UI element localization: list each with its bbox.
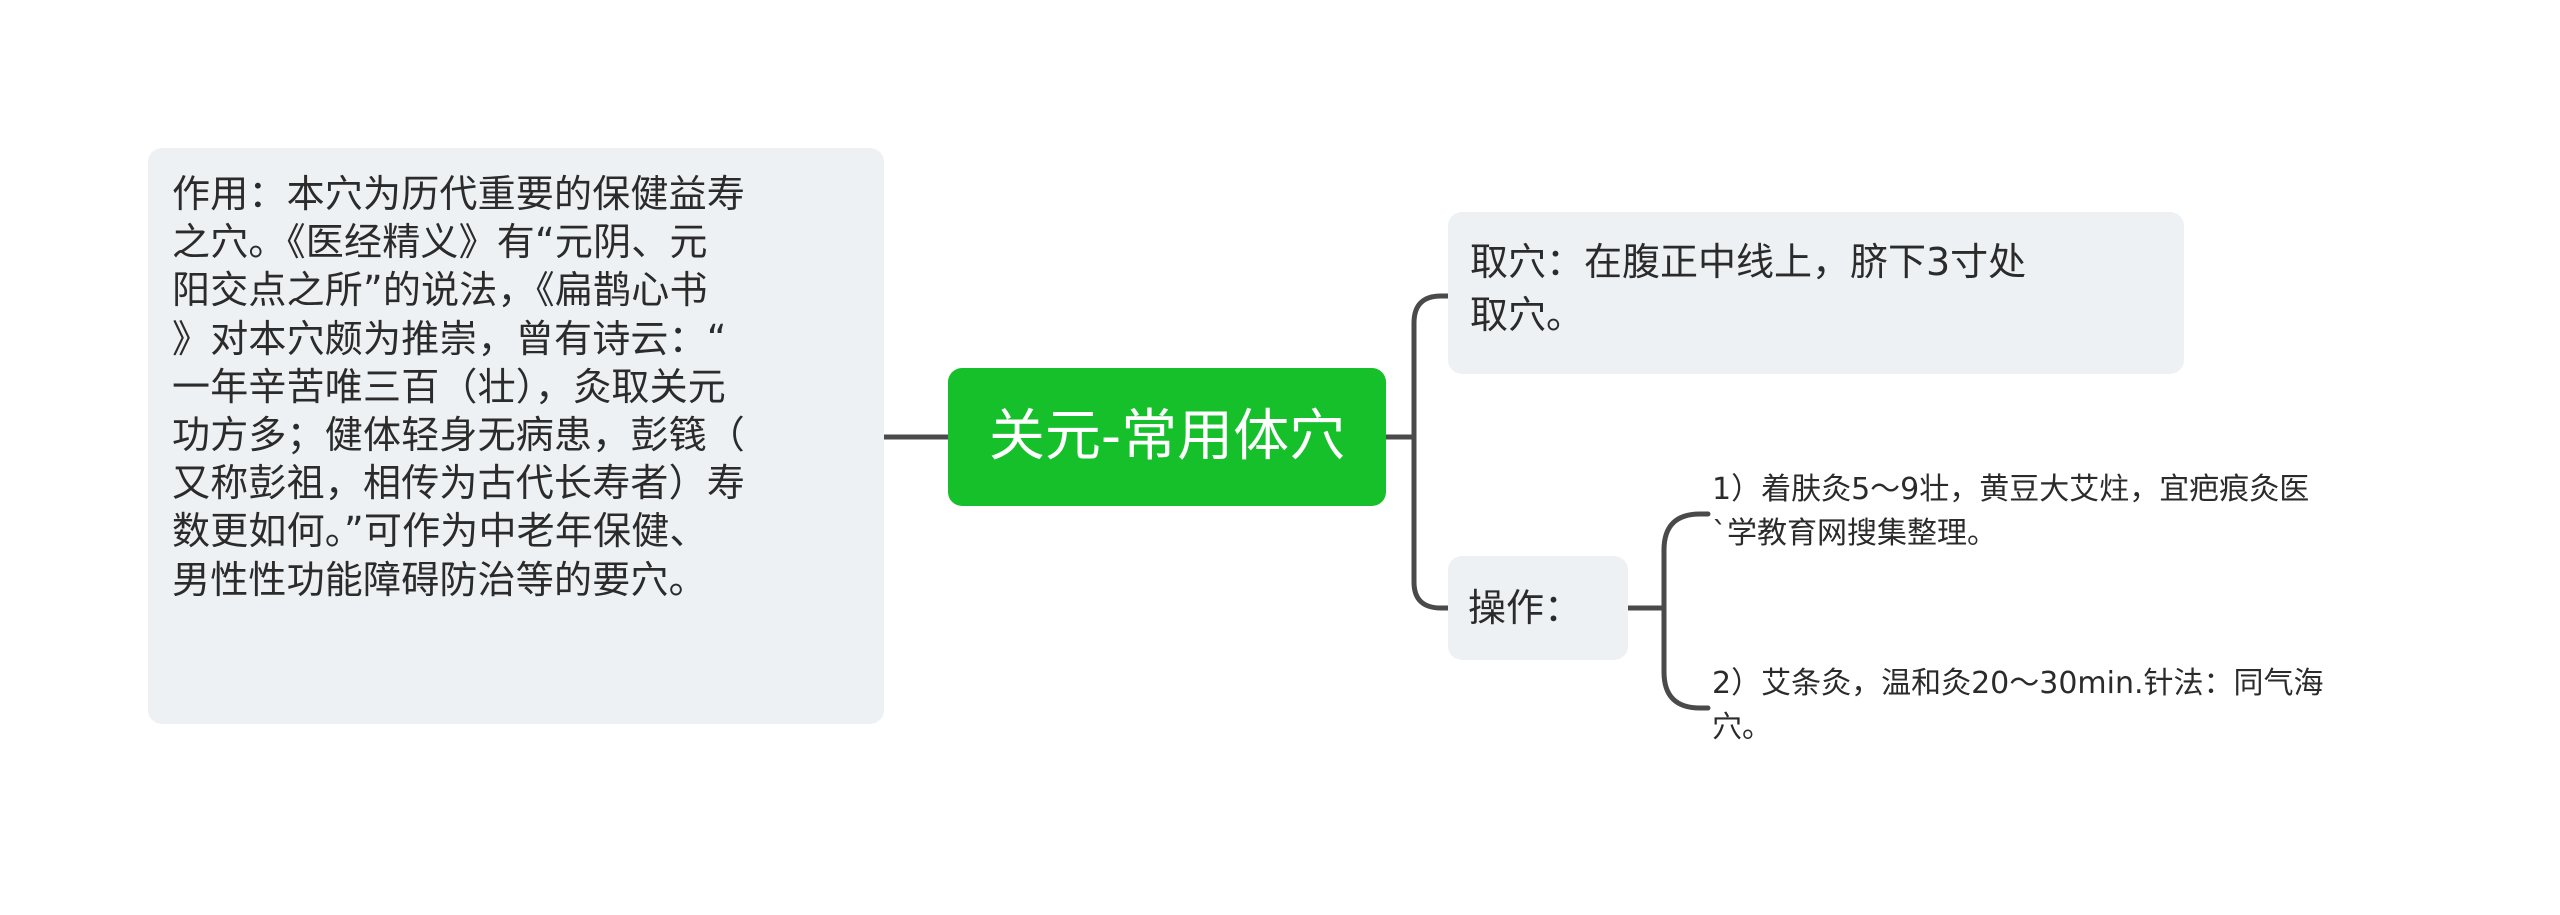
connector-caozuo-to-leaves: [1625, 511, 1711, 711]
branch-topic-label: 取穴：在腹正中线上，脐下3寸处 取穴。: [1470, 240, 2027, 337]
subtopic-leaf-1[interactable]: 1）着肤灸5～9壮，黄豆大艾炷，宜疤痕灸医 `学教育网搜集整理。: [1712, 472, 2310, 551]
connector-central-to-right-branches: [1383, 293, 1451, 611]
branch-topic-caozuo[interactable]: 操作：: [1448, 556, 1628, 660]
left-note-topic[interactable]: 作用：本穴为历代重要的保健益寿 之穴。《医经精义》有“元阴、元 阳交点之所”的说…: [148, 148, 884, 724]
central-topic[interactable]: 关元-常用体穴: [948, 368, 1386, 506]
left-note-text: 作用：本穴为历代重要的保健益寿 之穴。《医经精义》有“元阴、元 阳交点之所”的说…: [172, 172, 746, 602]
subtopic-leaf-2[interactable]: 2）艾条灸，温和灸20～30min.针法：同气海 穴。: [1712, 666, 2324, 745]
branch-topic-quxue[interactable]: 取穴：在腹正中线上，脐下3寸处 取穴。: [1448, 212, 2184, 374]
central-topic-label: 关元-常用体穴: [988, 404, 1346, 469]
branch-topic-label: 操作：: [1468, 586, 1583, 630]
